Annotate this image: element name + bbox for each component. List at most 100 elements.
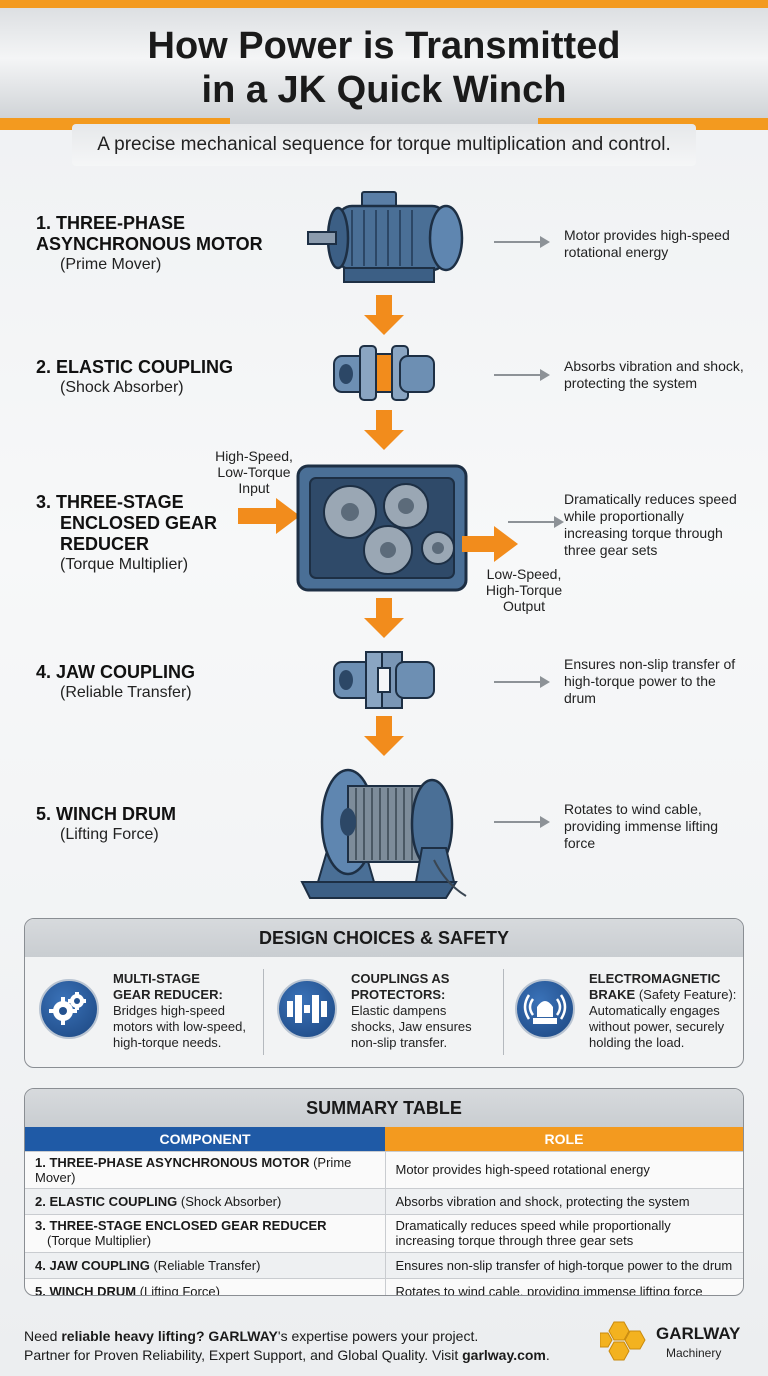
description-line: high-torque power to the — [564, 673, 716, 689]
description-line: Absorbs vibration and shock, — [564, 358, 744, 374]
description-line: Motor provides high-speed — [564, 227, 730, 243]
description-line: drum — [564, 690, 596, 706]
component-qualifier: (Reliable Transfer) — [149, 1257, 261, 1273]
step-3-label: 3. THREE-STAGE ENCLOSED GEAR REDUCER (To… — [36, 492, 256, 575]
component-name: 2. ELASTIC COUPLING — [35, 1193, 178, 1209]
step-subtitle: (Lifting Force) — [60, 826, 159, 843]
footer-text: Need reliable heavy lifting? GARLWAY's e… — [24, 1327, 584, 1365]
step-title: 5. WINCH DRUM — [36, 804, 176, 824]
pointer-arrow — [494, 366, 552, 384]
table-cell: Motor provides high-speed rotational ene… — [385, 1150, 743, 1188]
footer-link[interactable]: garlway.com — [462, 1347, 546, 1363]
description-line: three gear sets — [564, 542, 658, 558]
design-item-title: MULTI-STAGE — [113, 971, 200, 986]
summary-table: COMPONENT ROLE 1. THREE-PHASE ASYNCHRONO… — [25, 1127, 743, 1295]
footer-segment: Need — [24, 1328, 62, 1344]
pointer-arrow — [494, 233, 552, 251]
output-label: Low-Speed, High-Torque Output — [476, 566, 572, 614]
table-cell: 4. JAW COUPLING (Reliable Transfer) — [25, 1251, 386, 1278]
step-title: REDUCER — [60, 534, 150, 554]
description-line: rotational energy — [564, 244, 669, 260]
gear-reducer-icon — [296, 464, 468, 592]
design-item-body: Automatically engages — [589, 1003, 720, 1018]
component-name: 1. THREE-PHASE ASYNCHRONOUS MOTOR — [35, 1154, 310, 1170]
design-item-body: non-slip transfer. — [351, 1035, 448, 1050]
table-row: 1. THREE-PHASE ASYNCHRONOUS MOTOR (Prime… — [25, 1150, 743, 1188]
table-cell: Dramatically reduces speed while proport… — [385, 1213, 743, 1252]
input-label-line: Input — [238, 480, 270, 496]
table-cell: 1. THREE-PHASE ASYNCHRONOUS MOTOR (Prime… — [25, 1150, 386, 1188]
step-title: 4. JAW COUPLING — [36, 662, 196, 682]
flow-arrow-down — [364, 410, 404, 452]
footer-segment: . — [545, 1347, 550, 1363]
step-subtitle: (Torque Multiplier) — [60, 556, 189, 573]
design-item-body: high-torque needs. — [113, 1035, 222, 1050]
jaw-coupling-icon — [333, 651, 435, 709]
step-1-description: Motor provides high-speed rotational ene… — [564, 227, 764, 261]
footer-segment: Partner for Proven Reliability, Expert S… — [24, 1347, 463, 1363]
footer-segment: 's expertise powers your project. — [277, 1328, 479, 1344]
design-item-title-suffix: (Safety Feature): — [635, 987, 737, 1002]
step-title: 2. ELASTIC COUPLING — [36, 357, 234, 377]
design-item-body: Bridges high-speed — [113, 1003, 226, 1018]
output-arrow-icon — [462, 526, 518, 562]
step-3-description: Dramatically reduces speed while proport… — [564, 491, 764, 559]
design-item-body: Elastic dampens — [351, 1003, 447, 1018]
step-title: 1. THREE-PHASE — [36, 213, 186, 233]
step-subtitle: (Shock Absorber) — [60, 379, 184, 396]
input-label: High-Speed, Low-Torque Input — [206, 448, 302, 496]
step-5-description: Rotates to wind cable, providing immense… — [564, 801, 764, 852]
table-row: 2. ELASTIC COUPLING (Shock Absorber) Abs… — [25, 1187, 743, 1214]
design-item-body: without power, securely — [589, 1019, 725, 1034]
page-title: How Power is Transmitted in a JK Quick W… — [0, 24, 768, 112]
subtitle-band: A precise mechanical sequence for torque… — [72, 124, 696, 166]
summary-table-panel: SUMMARY TABLE COMPONENT ROLE 1. THREE-PH… — [24, 1088, 744, 1296]
step-2-label: 2. ELASTIC COUPLING (Shock Absorber) — [36, 357, 296, 398]
table-cell: Ensures non-slip transfer of high-torque… — [385, 1251, 743, 1278]
design-item-gear-reducer: MULTI-STAGE GEAR REDUCER: Bridges high-s… — [113, 971, 263, 1051]
table-cell: Absorbs vibration and shock, protecting … — [385, 1187, 743, 1214]
flow-arrow-down — [364, 598, 404, 640]
step-5-label: 5. WINCH DRUM (Lifting Force) — [36, 804, 296, 845]
divider — [263, 969, 264, 1055]
electric-motor-icon — [307, 191, 464, 283]
footer-segment: reliable heavy lifting? GARLWAY — [61, 1328, 278, 1344]
component-name: 3. THREE-STAGE ENCLOSED GEAR REDUCER — [35, 1218, 327, 1233]
step-title: 3. THREE-STAGE — [36, 492, 184, 512]
step-subtitle: (Prime Mover) — [60, 256, 162, 273]
panel-header: DESIGN CHOICES & SAFETY — [25, 919, 743, 957]
table-header-row: COMPONENT ROLE — [25, 1127, 743, 1151]
gears-icon — [39, 979, 99, 1039]
step-title: ASYNCHRONOUS MOTOR — [36, 234, 263, 254]
description-line: protecting the system — [564, 375, 698, 391]
step-subtitle: (Reliable Transfer) — [60, 684, 192, 701]
component-qualifier: (Torque Multiplier) — [47, 1233, 152, 1248]
title-line: in a JK Quick Winch — [201, 69, 567, 111]
header-banner: How Power is Transmitted in a JK Quick W… — [0, 0, 768, 130]
table-row: 4. JAW COUPLING (Reliable Transfer) Ensu… — [25, 1251, 743, 1278]
column-header-component: COMPONENT — [25, 1127, 385, 1151]
panel-header: SUMMARY TABLE — [25, 1089, 743, 1127]
design-item-body: motors with low-speed, — [113, 1019, 246, 1034]
elastic-coupling-icon — [333, 345, 435, 401]
design-item-title: GEAR REDUCER: — [113, 987, 223, 1002]
design-item-title: ELECTROMAGNETIC — [589, 971, 721, 986]
description-line: force — [564, 835, 596, 851]
step-4-description: Ensures non-slip transfer of high-torque… — [564, 656, 764, 707]
brand-name: GARLWAY — [656, 1324, 741, 1343]
alarm-brake-icon — [515, 979, 575, 1039]
coupling-icon — [277, 979, 337, 1039]
divider — [503, 969, 504, 1055]
step-2-description: Absorbs vibration and shock, protecting … — [564, 358, 764, 392]
winch-drum-icon — [300, 768, 467, 899]
footer-line: Partner for Proven Reliability, Expert S… — [24, 1346, 584, 1365]
description-line: providing immense lifting — [564, 818, 719, 834]
description-line: Ensures non-slip transfer of — [564, 656, 736, 672]
step-1-label: 1. THREE-PHASE ASYNCHRONOUS MOTOR (Prime… — [36, 213, 296, 275]
brand-tagline: Machinery — [666, 1346, 722, 1360]
description-line: Dramatically reduces speed — [564, 491, 737, 507]
description-line: while proportionally — [564, 508, 684, 524]
footer-line: Need reliable heavy lifting? GARLWAY's e… — [24, 1327, 584, 1346]
table-cell: 2. ELASTIC COUPLING (Shock Absorber) — [25, 1187, 386, 1214]
pointer-arrow — [508, 513, 566, 531]
